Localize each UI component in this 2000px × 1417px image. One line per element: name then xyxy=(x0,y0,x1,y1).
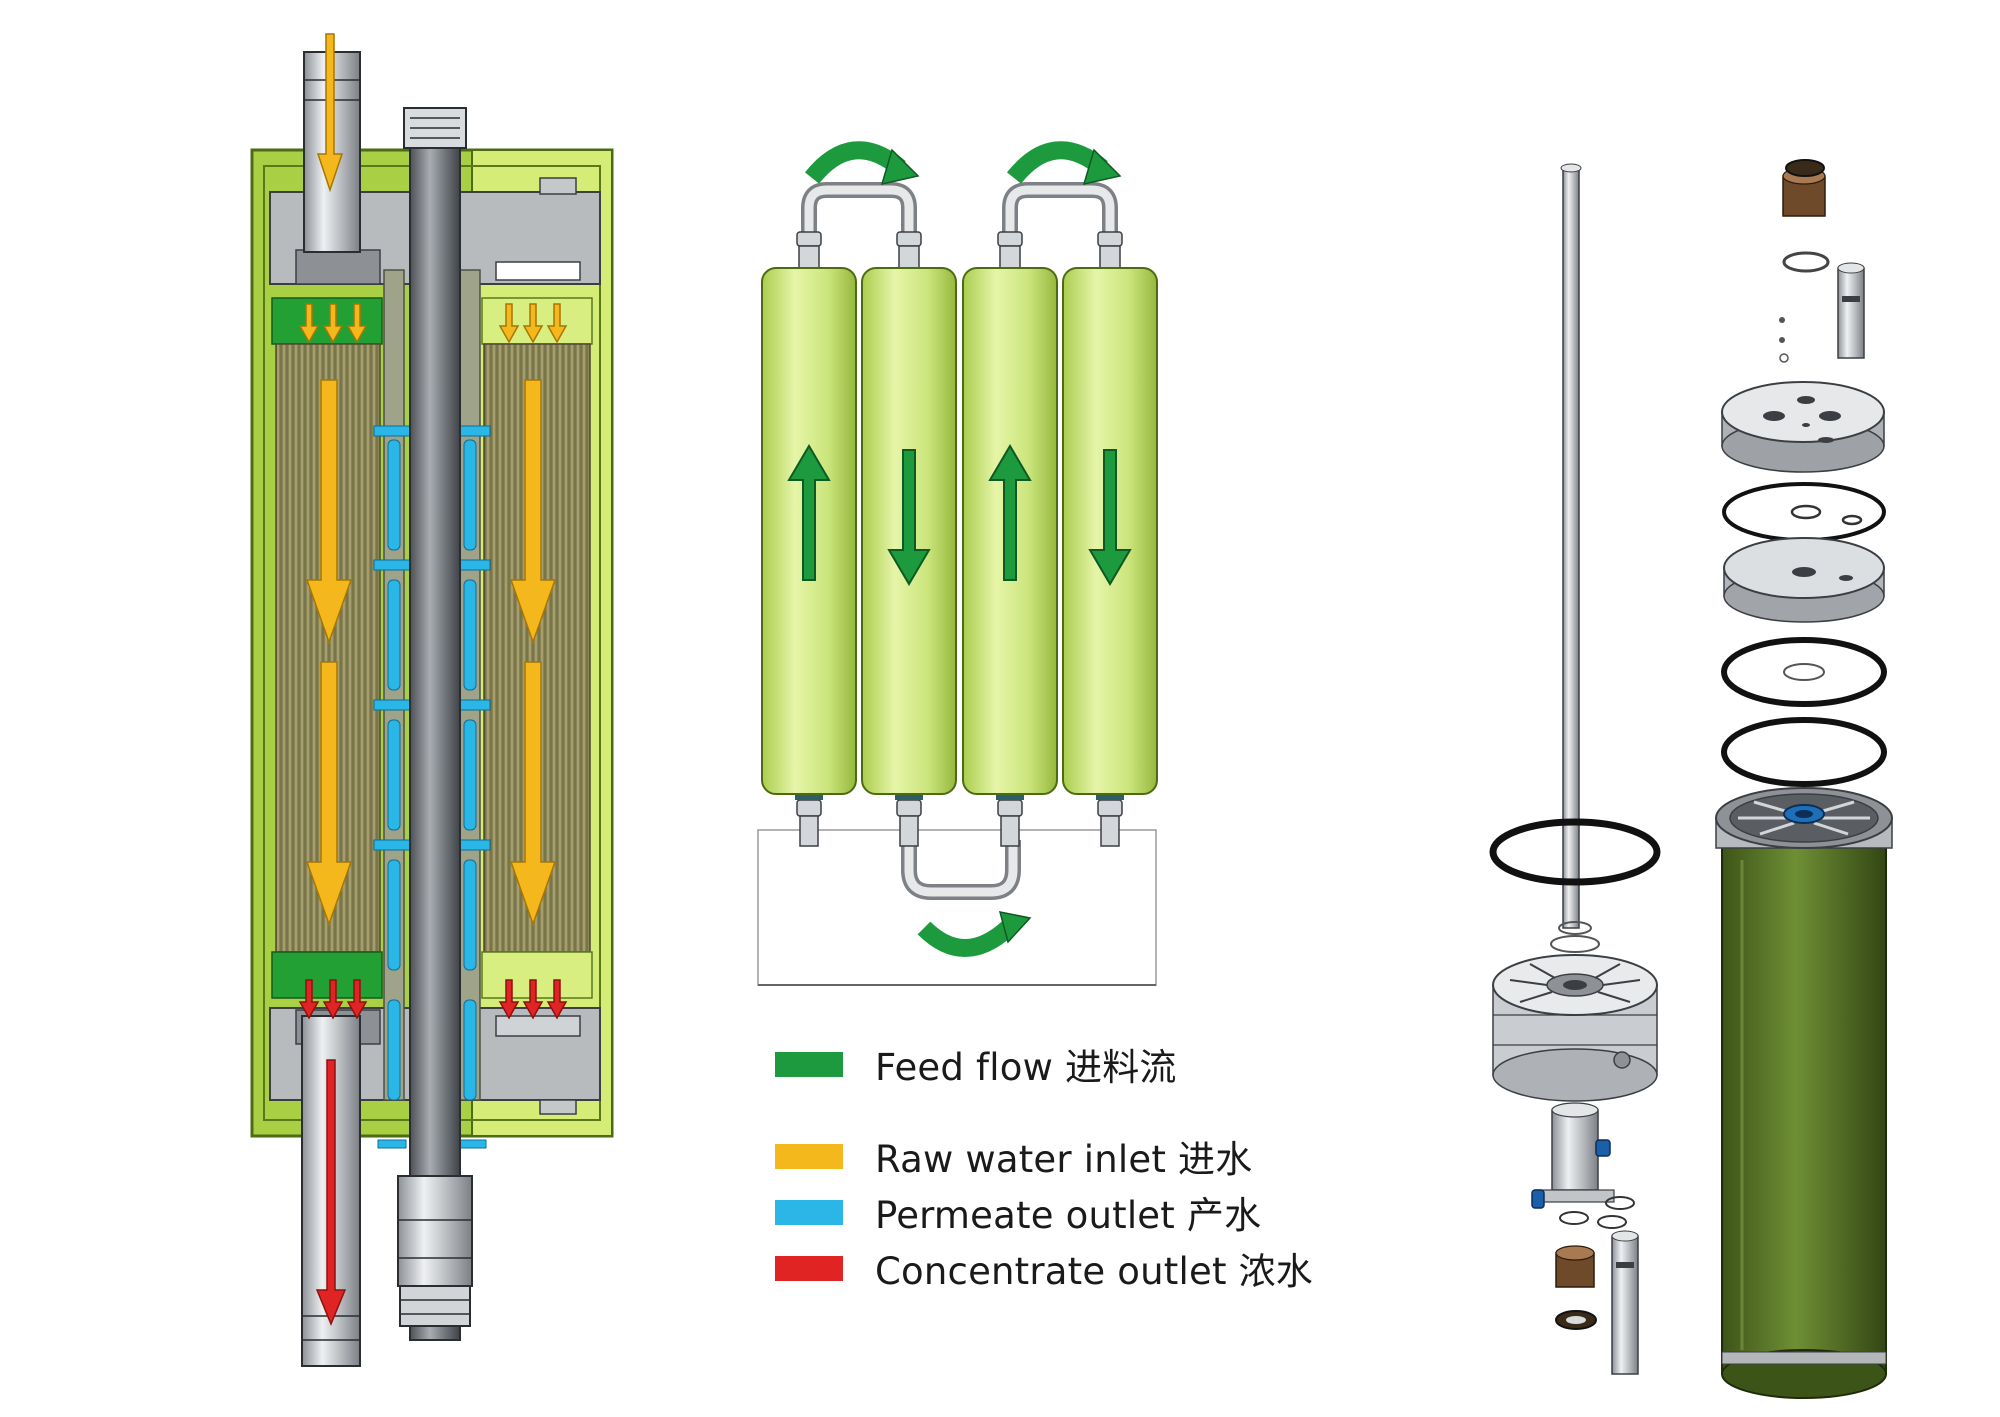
exploded-tie-rod xyxy=(1562,167,1580,929)
exploded-connector-pin xyxy=(1611,1235,1639,1375)
legend-swatch-permeate-outlet xyxy=(775,1199,843,1225)
spoked-end-plate xyxy=(1492,954,1658,1102)
legend-item-concentrate-outlet: Concentrate outlet 浓水 xyxy=(775,1248,1313,1293)
legend-swatch-raw-water-inlet xyxy=(775,1143,843,1169)
o-ring-upper xyxy=(1722,482,1886,542)
legend-item-feed-flow: Feed flow 进料流 xyxy=(775,1044,1177,1089)
legend-item-permeate-outlet: Permeate outlet 产水 xyxy=(775,1192,1261,1237)
sectional-view xyxy=(250,33,614,1367)
o-ring-lower xyxy=(1721,717,1887,787)
o-ring-middle xyxy=(1721,637,1887,707)
legend-swatch-feed-flow xyxy=(775,1051,843,1077)
exploded-assembly xyxy=(1489,159,1893,1399)
feed-flow-arrows xyxy=(787,444,1132,586)
central-tie-rod xyxy=(409,109,461,1341)
legend-label-raw-water-inlet: Raw water inlet 进水 xyxy=(875,1138,1253,1181)
legend-label-feed-flow: Feed flow 进料流 xyxy=(875,1046,1177,1089)
series-flow-layout xyxy=(757,141,1158,986)
legend-item-raw-water-inlet: Raw water inlet 进水 xyxy=(775,1136,1252,1181)
legend-label-permeate-outlet: Permeate outlet 产水 xyxy=(875,1194,1262,1237)
raw-water-flow-arrows xyxy=(298,33,568,927)
pressure-vessel xyxy=(1715,787,1893,1399)
middle-end-disc xyxy=(1723,537,1885,623)
top-end-disc xyxy=(1721,381,1885,473)
legend-label-concentrate-outlet: Concentrate outlet 浓水 xyxy=(875,1250,1314,1293)
o-ring-large xyxy=(1489,818,1661,886)
legend-swatch-concentrate-outlet xyxy=(775,1255,843,1281)
concentrate-flow-arrows xyxy=(298,979,568,1326)
